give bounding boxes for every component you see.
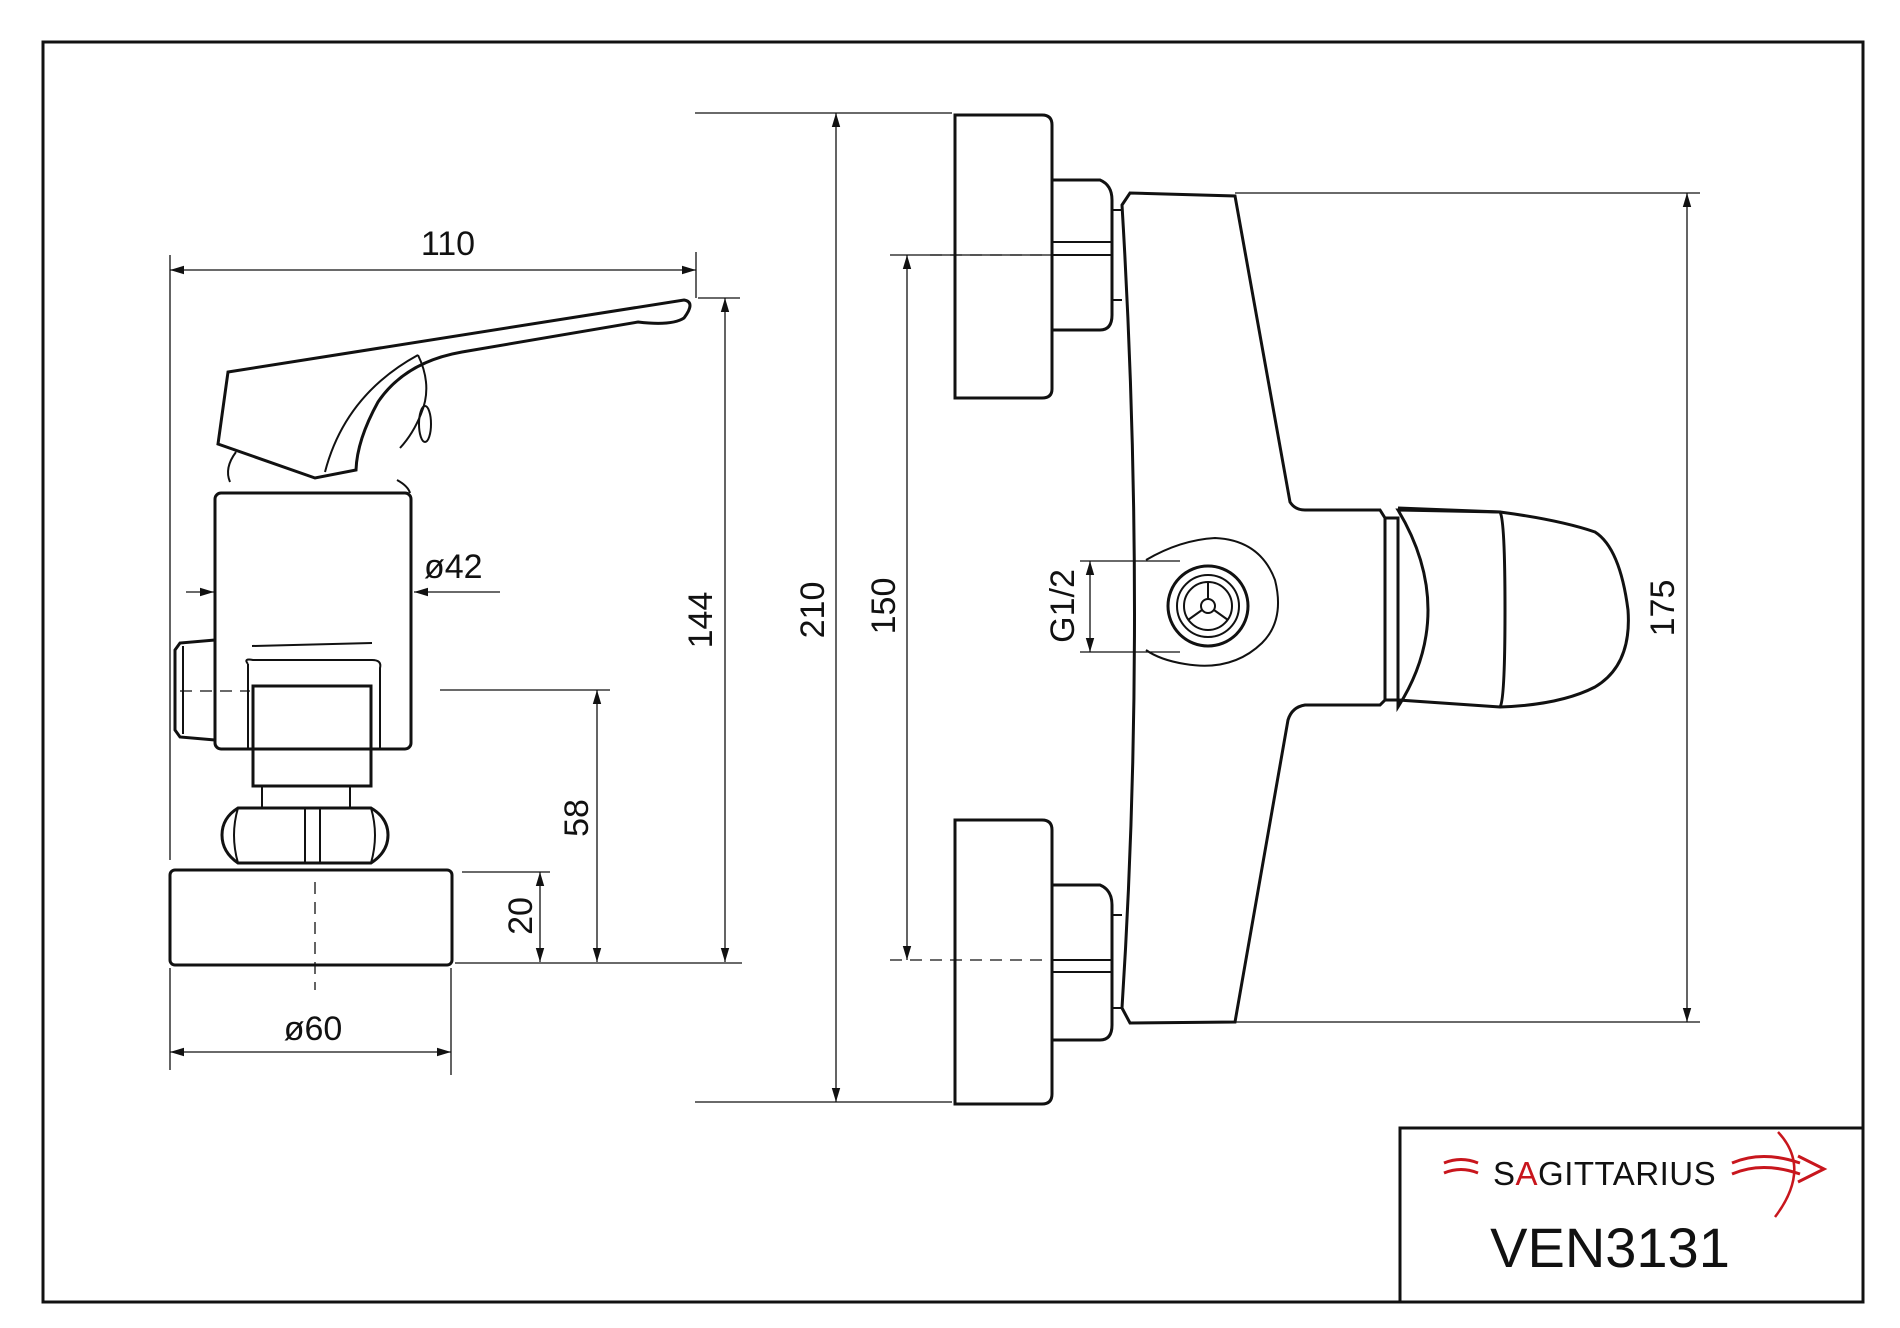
cartridge-cap-left xyxy=(227,451,237,483)
model-number: VEN3131 xyxy=(1490,1216,1730,1279)
drawing-frame xyxy=(41,40,1865,1304)
dim-flange-diameter-label: ø60 xyxy=(284,1010,343,1048)
brand-name-accent: A xyxy=(1516,1155,1539,1192)
outlet-boss xyxy=(1145,536,1279,667)
dim-thread-label: G1/2 xyxy=(1044,569,1082,643)
dim-height-label: 144 xyxy=(682,592,720,649)
sagittarius-arrow-logo-icon xyxy=(1731,1131,1828,1218)
dim-width-label: 110 xyxy=(421,225,475,263)
dim-body-diameter-label: ø42 xyxy=(424,548,483,586)
wall-flange xyxy=(168,868,454,967)
mixer-body xyxy=(213,491,413,751)
upper-hex-nut xyxy=(1052,178,1114,332)
brand-wave-icon xyxy=(1443,1158,1479,1175)
lever-pivot xyxy=(418,405,432,443)
outlet-top-line xyxy=(251,642,373,647)
front-view: 210 150 G1/2 175 xyxy=(695,112,1700,1106)
title-block: SAGITTARIUS VEN3131 xyxy=(1398,1126,1865,1304)
lower-wall-flange xyxy=(953,818,1054,1106)
brand-name-s: S xyxy=(1493,1155,1516,1192)
brand-name-rest: GITTARIUS xyxy=(1538,1155,1716,1192)
dim-body-height-label: 175 xyxy=(1644,580,1682,637)
threaded-outlet-stub xyxy=(173,638,216,742)
outlet-housing xyxy=(245,658,382,750)
lower-hex-nut xyxy=(1052,883,1114,1042)
mixer-lever-front xyxy=(1395,508,1630,713)
dim-flange-height-label: 20 xyxy=(502,897,540,935)
dim-total-height-label: 210 xyxy=(794,582,832,639)
outlet-spout xyxy=(251,684,373,788)
thread-ring-outer xyxy=(1166,564,1250,648)
side-view: 110 ø42 144 58 20 ø60 xyxy=(168,225,742,1075)
brand-name: SAGITTARIUS xyxy=(1493,1155,1716,1192)
dim-connection-spacing-label: 150 xyxy=(865,578,903,635)
dim-outlet-height-label: 58 xyxy=(558,799,596,837)
lever-handle xyxy=(216,298,692,480)
title-block-frame xyxy=(1398,1126,1865,1304)
faucet-body xyxy=(1120,191,1387,1025)
upper-wall-flange xyxy=(953,113,1054,400)
cartridge-cap-right xyxy=(396,479,411,494)
lever-curve-line xyxy=(324,354,419,473)
cartridge-housing xyxy=(1385,516,1400,702)
aerator-spokes xyxy=(1187,582,1229,621)
